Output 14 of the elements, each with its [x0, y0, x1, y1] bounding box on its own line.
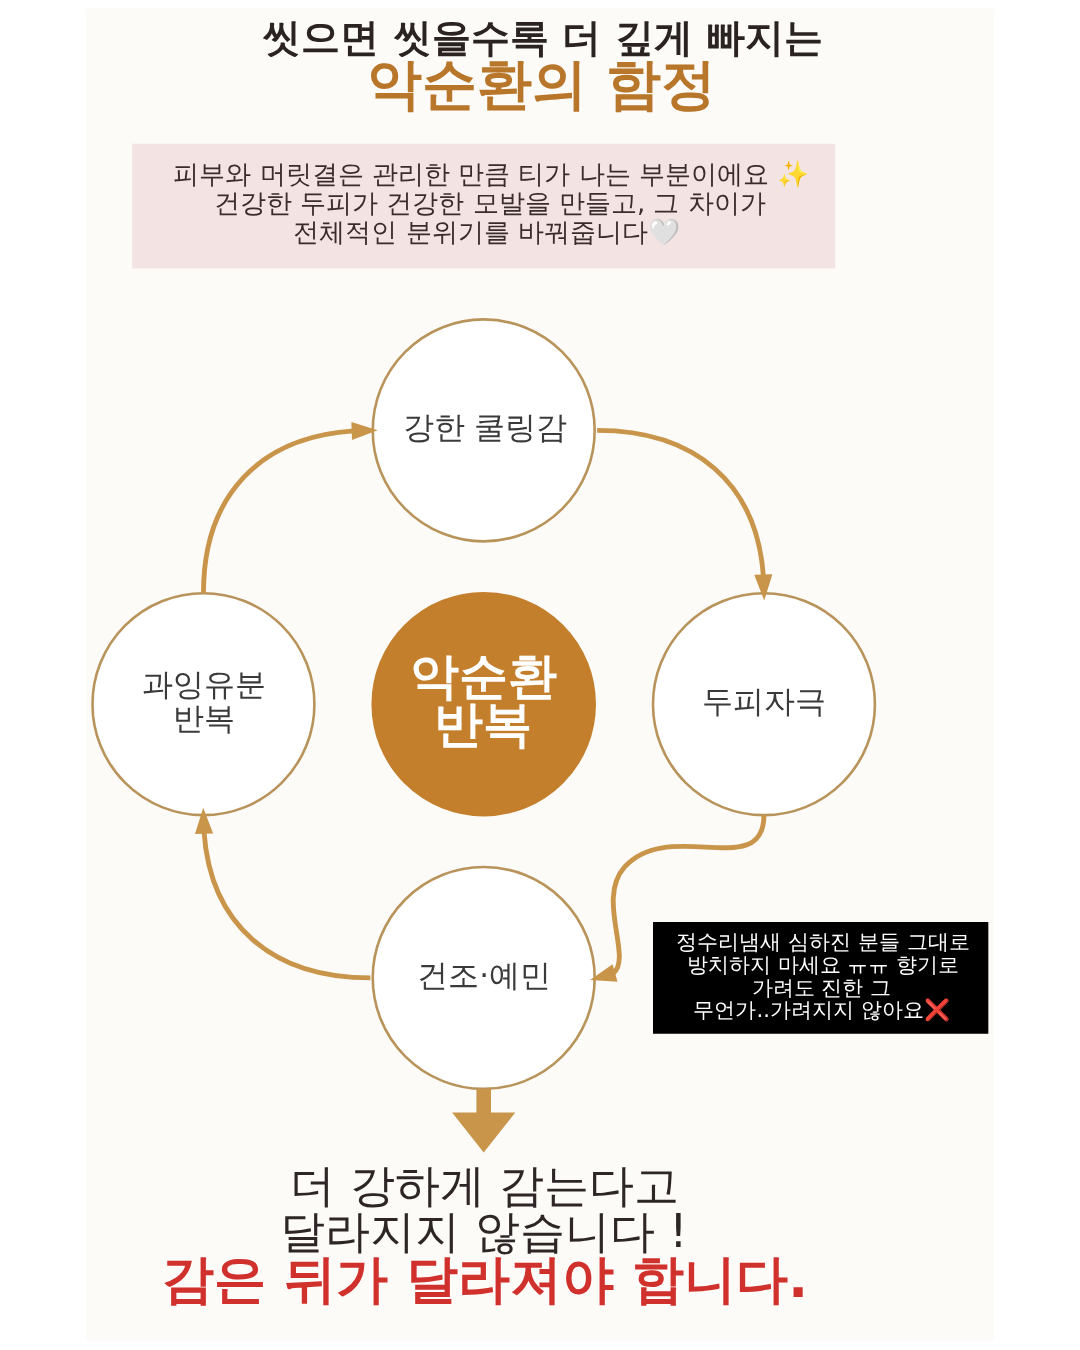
arrow [590, 814, 767, 982]
node-circle: 악순환 반복 [371, 591, 596, 817]
node-circle: 과잉유분 반복 [91, 591, 316, 817]
node-box: 피부와 머릿결은 관리한 만큼 티가 나는 부분이에요 ✨ 건강한 두피가 건강한 모발을 만들고, 그 차이가 전체적인 분위기를 바꿔줍니다🤍 [132, 143, 836, 269]
diagram-title: 씻으면 씻을수록 더 깊게 빠지는 악순환의 함정 [262, 14, 824, 116]
node-circle: 건조·예민 [371, 865, 596, 1091]
node-box: 정수리냄새 심하진 분들 그대로 방치하지 마세요 ㅠㅠ 향기로 가려도 진한 그 무언가..가려지지 않아요❌ [653, 922, 989, 1034]
arrow [597, 427, 773, 601]
arrow [195, 807, 371, 981]
node-circle: 두피자극 [651, 591, 877, 817]
node-text: 더 강하게 감는다고 달라지지 않습니다 ! 감은 뒤가 달라져야 합니다. [162, 1159, 808, 1310]
arrow [452, 1088, 516, 1153]
arrow [201, 421, 378, 594]
node-circle: 강한 쿨링감 [371, 318, 596, 543]
